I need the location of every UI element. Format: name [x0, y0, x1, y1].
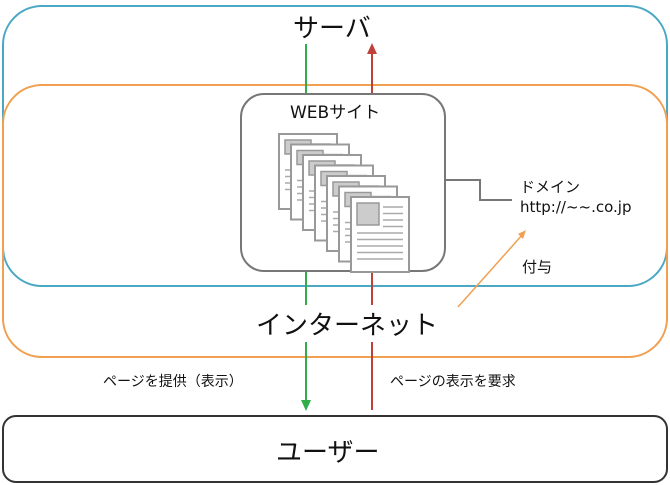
internet-region — [2, 84, 668, 358]
user-box — [2, 415, 668, 483]
provide-arrow-head — [301, 400, 311, 411]
request-label: ページの表示を要求 — [390, 374, 516, 390]
internet-label: インターネット — [256, 305, 439, 342]
grant-arrow-line — [457, 233, 524, 308]
domain-url: http://~~.co.jp — [520, 198, 632, 216]
domain-connector — [446, 179, 512, 201]
request-arrow-head — [367, 43, 377, 54]
server-label: サーバ — [293, 14, 371, 44]
website-label: WEBサイト — [290, 103, 381, 123]
domain-label: ドメイン — [520, 178, 581, 196]
grant-label: 付与 — [522, 258, 553, 276]
grant-arrow-head — [518, 230, 526, 239]
web-page-icon — [350, 196, 410, 273]
user-label: ユーザー — [276, 438, 380, 468]
provide-label: ページを提供（表示） — [103, 374, 243, 390]
